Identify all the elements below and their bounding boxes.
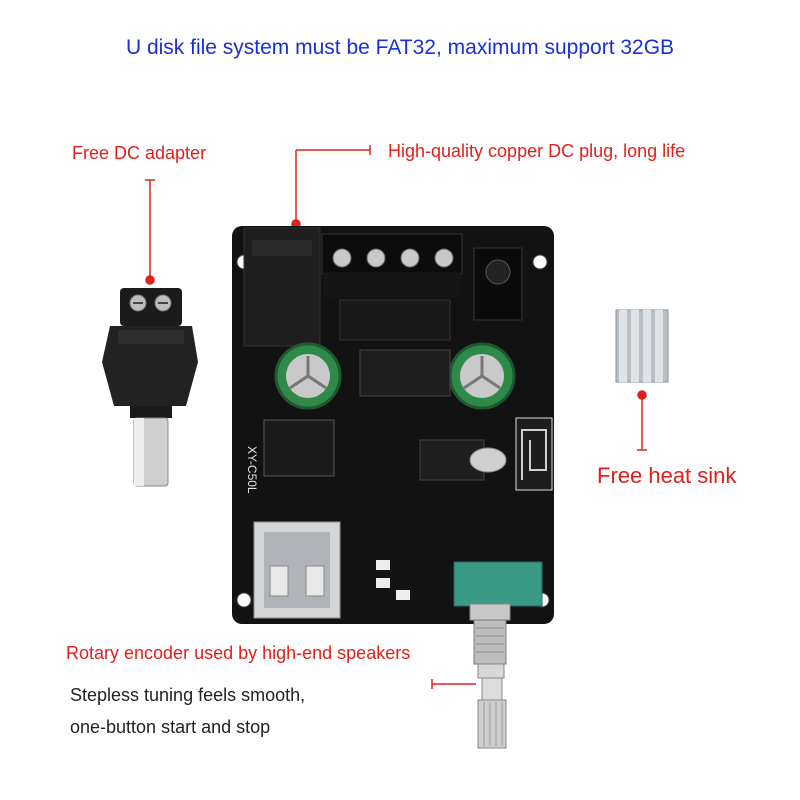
heat-sink-label: Free heat sink — [597, 463, 737, 488]
callout-lines — [145, 145, 647, 689]
board-silkscreen: XY-C50L — [245, 446, 259, 494]
dc-adapter-label: Free DC adapter — [72, 143, 207, 163]
stepless-text-line-2: one-button start and stop — [70, 717, 271, 737]
headline: U disk file system must be FAT32, maximu… — [125, 36, 675, 59]
amplifier-board: XY-C50L — [232, 226, 554, 624]
dc-plug-label: High-quality copper DC plug, long life — [388, 141, 686, 161]
encoder-label: Rotary encoder used by high-end speakers — [66, 643, 411, 663]
rotary-encoder — [453, 561, 543, 749]
dc-adapter — [102, 288, 198, 487]
heat-sink — [615, 309, 669, 383]
stepless-text-line-1: Stepless tuning feels smooth, — [70, 685, 306, 705]
